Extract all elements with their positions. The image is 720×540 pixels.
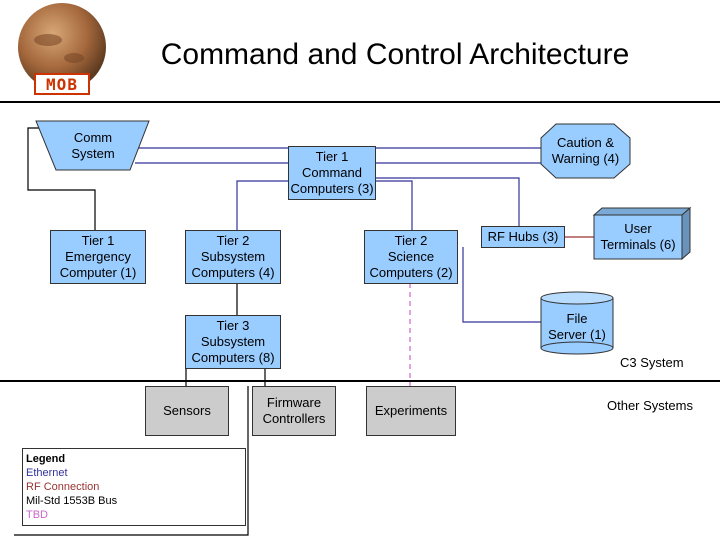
eth-tier1-tier2sub	[236, 180, 288, 230]
file-server-top	[540, 291, 614, 305]
file-server-body	[541, 298, 613, 348]
rf-hubs: RF Hubs (3)	[481, 226, 565, 248]
terminals-box-top	[592, 207, 692, 216]
mars-planet-icon	[18, 3, 106, 91]
tier2-subsystem-computers: Tier 2 Subsystem Computers (4)	[185, 230, 281, 284]
page-title: Command and Control Architecture	[160, 38, 630, 71]
bus-comm-emergency	[27, 127, 96, 230]
legend-item-ethernet: Ethernet	[26, 467, 68, 479]
eth-fileserver	[462, 247, 541, 323]
bus-lines	[14, 127, 266, 536]
firmware-controllers: Firmware Controllers	[252, 386, 336, 436]
caution-warning-shape	[540, 123, 631, 179]
legend-heading: Legend	[26, 453, 66, 465]
mars-feature	[64, 53, 84, 63]
comm-system-shape	[35, 120, 150, 171]
legend-item-tbd: TBD	[26, 509, 48, 521]
experiments: Experiments	[366, 386, 456, 436]
sensors: Sensors	[145, 386, 229, 436]
other-systems-label: Other Systems	[607, 398, 693, 413]
eth-tier1-rfhubs	[376, 177, 520, 226]
legend-item-bus: Mil-Std 1553B Bus	[26, 495, 118, 507]
file-server-label: File Server (1)	[548, 311, 606, 342]
legend-item-rf-connection: RF Connection	[26, 481, 100, 493]
eth-tier1-tier2sci	[376, 180, 413, 230]
tier2-science-computers: Tier 2 Science Computers (2)	[364, 230, 458, 284]
caution-warning-label: Caution & Warning (4)	[551, 135, 620, 166]
bus-legend-line	[14, 386, 249, 536]
legend: Legend Ethernet RF Connection Mil-Std 15…	[22, 448, 246, 526]
terminals-box-front	[593, 214, 683, 260]
mars-feature	[34, 34, 62, 46]
tier1-emergency-computer: Tier 1 Emergency Computer (1)	[50, 230, 146, 284]
comm-system-label: Comm System	[71, 130, 115, 161]
terminals-box-side	[681, 206, 691, 261]
user-terminals-label: User Terminals (6)	[600, 221, 676, 252]
c3-system-label: C3 System	[620, 355, 684, 370]
tier1-command-computers: Tier 1 Command Computers (3)	[288, 146, 376, 200]
logo-badge: MOB	[34, 73, 90, 95]
ethernet-lines	[135, 147, 541, 323]
tier3-subsystem-computers: Tier 3 Subsystem Computers (8)	[185, 315, 281, 369]
logo-text: MOB	[46, 74, 78, 94]
file-server-bottom	[540, 341, 614, 355]
